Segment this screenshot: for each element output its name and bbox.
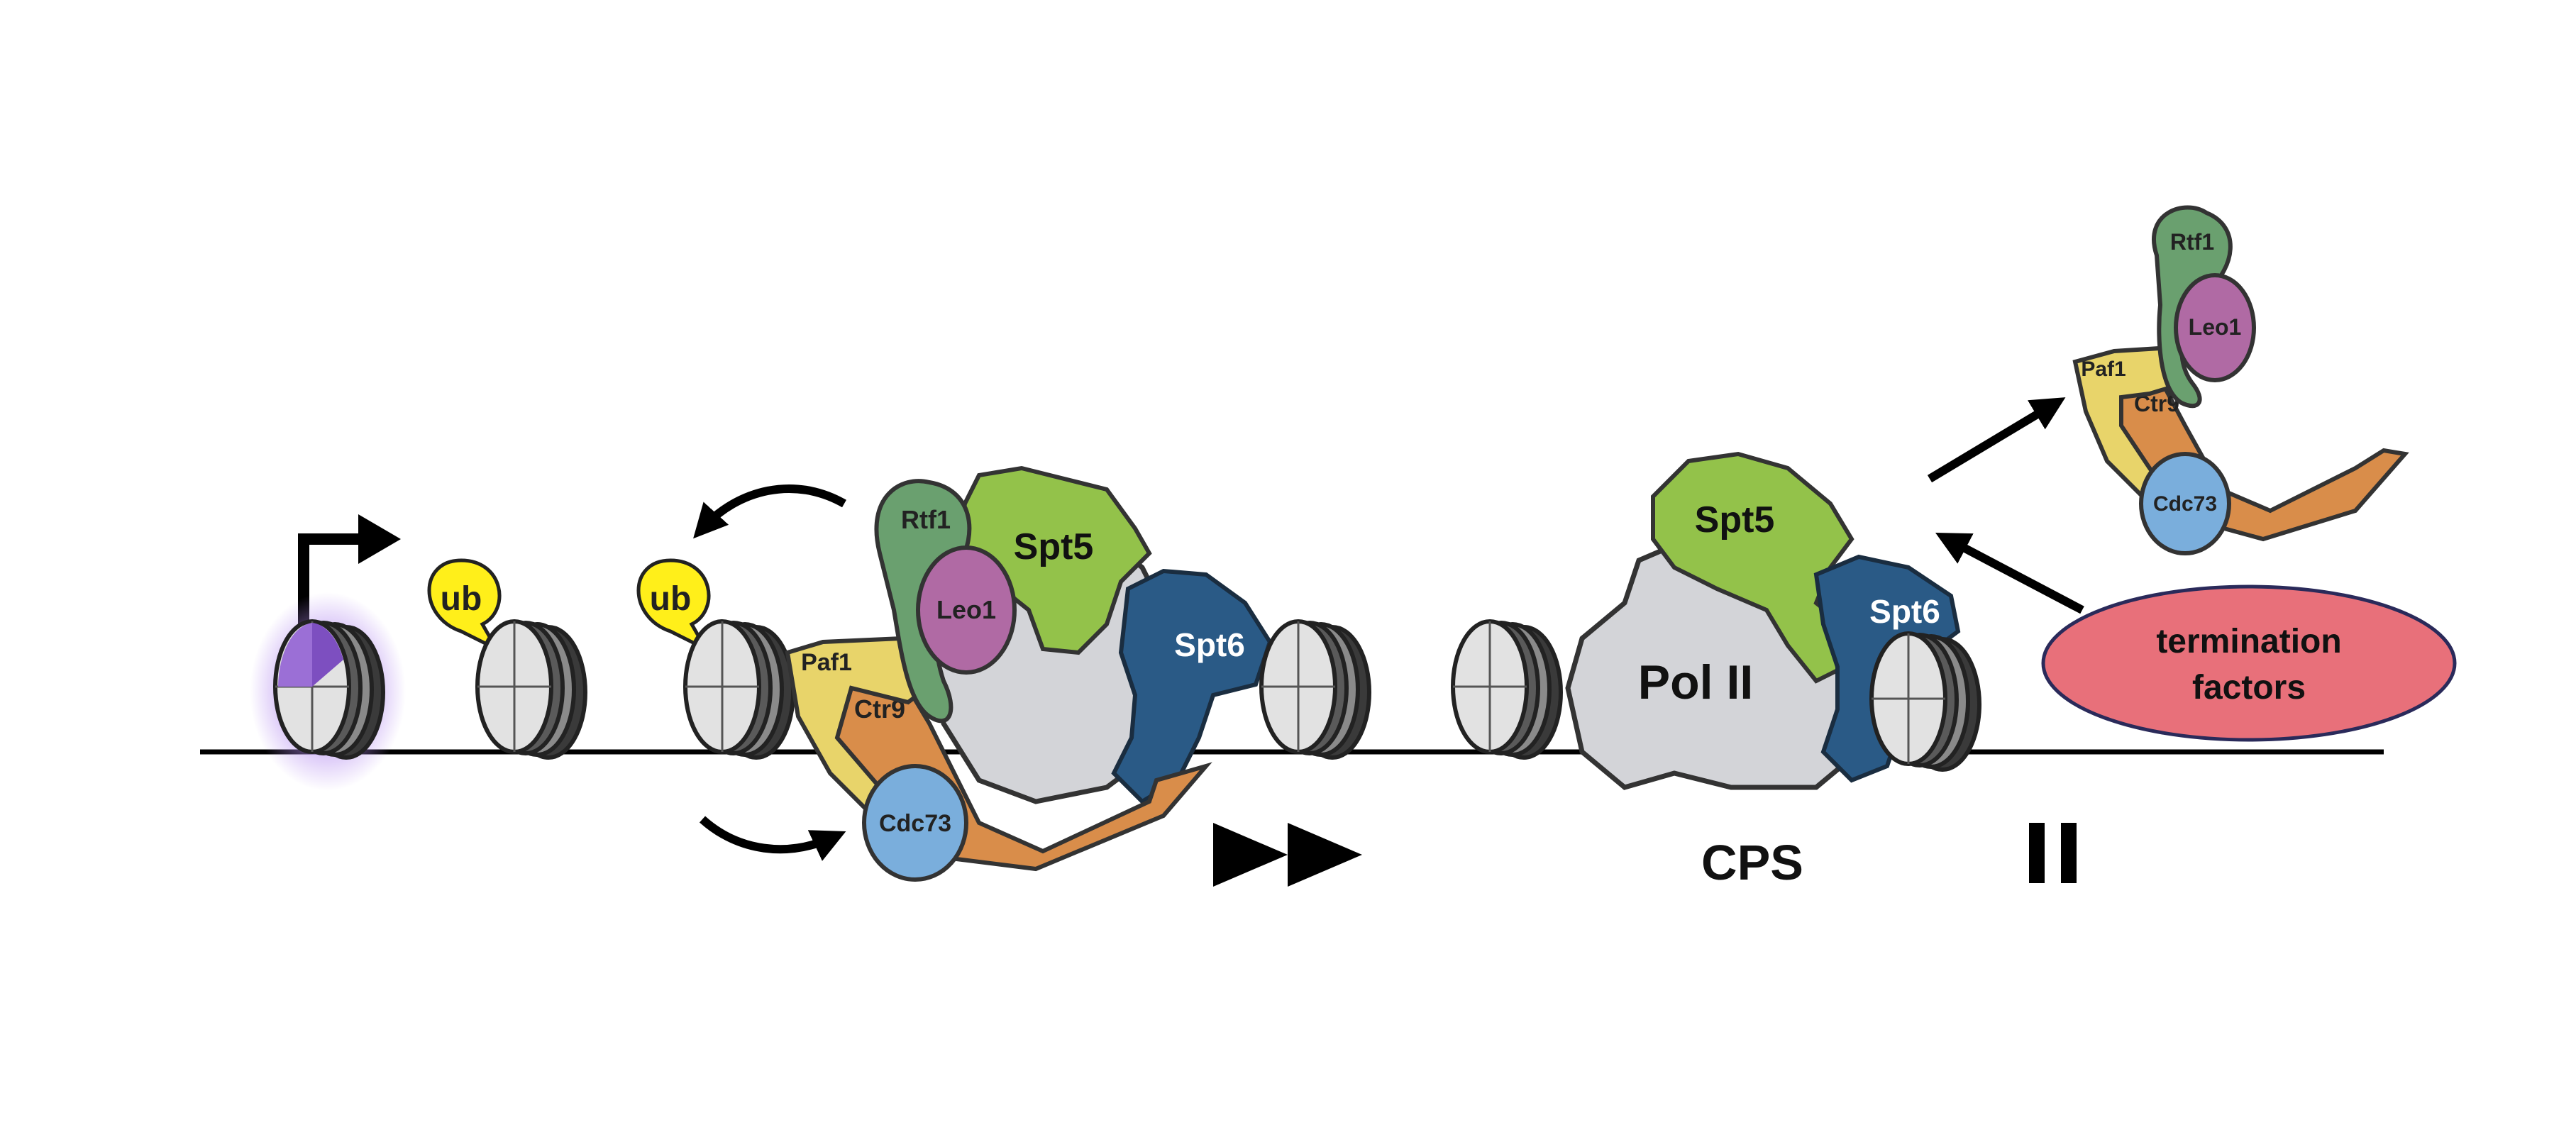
elongation-complex-left: Spt5 Spt6 Ctr9 Paf1 Rtf1 Leo1 Cdc73 xyxy=(785,465,1273,882)
spt6-left-label: Spt6 xyxy=(1174,626,1245,663)
spt5-middle-label: Spt5 xyxy=(1695,499,1775,541)
curved-arrow-upper xyxy=(693,484,846,539)
rtf1-left-label: Rtf1 xyxy=(901,505,951,534)
release-arrow xyxy=(1927,397,2066,483)
nucleosome-3 xyxy=(685,621,793,758)
termination-line2: factors xyxy=(2192,669,2306,706)
nucleosome-2 xyxy=(477,621,585,758)
nucleosome-5 xyxy=(1453,621,1561,758)
rtf1-right-label: Rtf1 xyxy=(2170,229,2214,255)
paf1-left-label: Paf1 xyxy=(801,649,852,676)
pause-icon xyxy=(2029,823,2077,883)
leo1-left xyxy=(916,545,1017,675)
leo1-right xyxy=(2174,273,2256,382)
nucleosome-4 xyxy=(1261,621,1369,758)
nucleosome-6 xyxy=(1872,633,1979,770)
ubiquitin-tag-2: ub xyxy=(636,558,711,653)
paf1-right-label: Paf1 xyxy=(2081,358,2126,381)
cdc73-right xyxy=(2139,452,2231,555)
spt5-left-label: Spt5 xyxy=(1014,526,1094,567)
paf-complex-released: Ctr9 Paf1 Rtf1 Leo1 Cdc73 xyxy=(2072,205,2409,555)
termination-line1: termination xyxy=(2156,623,2341,660)
leo1-left-label: Leo1 xyxy=(936,595,996,624)
spt6-left xyxy=(1111,568,1273,804)
marked-nucleosome xyxy=(250,592,406,791)
fast-forward-icon xyxy=(1213,823,1362,887)
ub-label-2: ub xyxy=(650,580,692,618)
cdc73-left-label: Cdc73 xyxy=(879,810,951,837)
termination-arrow xyxy=(1935,533,2084,614)
spt6-middle-label: Spt6 xyxy=(1869,593,1940,630)
cdc73-left xyxy=(862,764,968,882)
curved-arrow-lower xyxy=(699,816,846,861)
cdc73-right-label: Cdc73 xyxy=(2153,492,2217,516)
cps-label: CPS xyxy=(1701,835,1803,890)
pol2-label: Pol II xyxy=(1638,655,1753,709)
termination-factors: termination factors xyxy=(2041,584,2457,742)
leo1-right-label: Leo1 xyxy=(2189,314,2242,340)
ub-label-1: ub xyxy=(441,580,482,618)
ubiquitin-tag-1: ub xyxy=(427,558,502,653)
